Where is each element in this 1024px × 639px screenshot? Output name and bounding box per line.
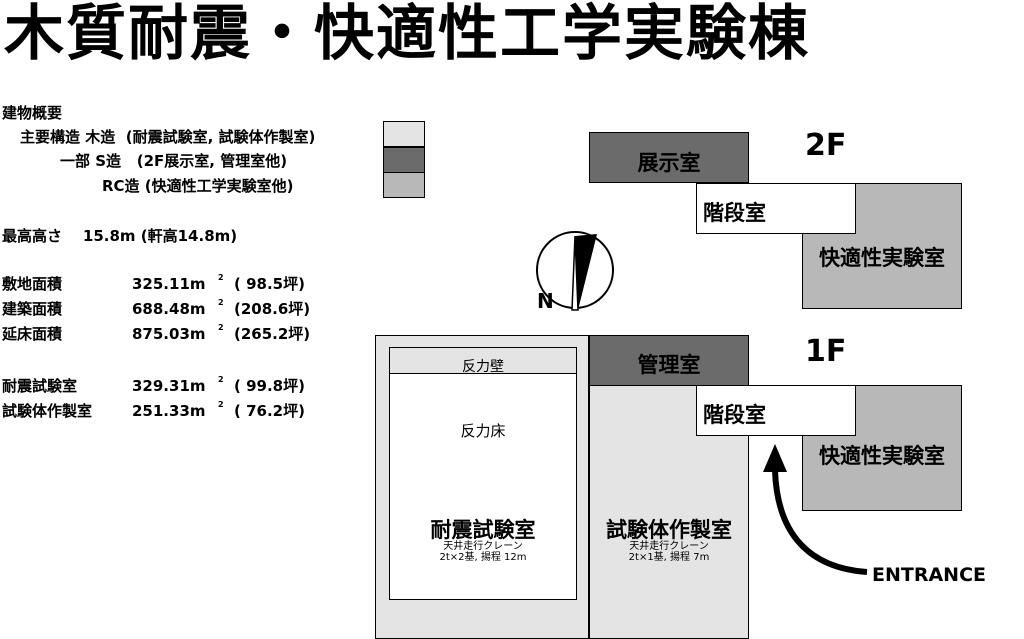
room-2f-exhibit <box>589 132 749 183</box>
area-value: 329.31m <box>132 377 206 395</box>
entrance-arrow-line <box>772 469 868 575</box>
height-label: 最高高さ <box>2 227 63 245</box>
area-value: 251.33m <box>132 402 206 420</box>
seismic-crane-spec: 2t×2基, 揚程 12m <box>439 552 527 563</box>
main-structure-label: 主要構造 <box>20 128 81 146</box>
compass-needle-half <box>571 235 579 311</box>
seismic-room-label: 耐震試験室 <box>430 518 536 542</box>
room-2f-stairs-label: 階段室 <box>703 201 766 225</box>
room-1f-comfort-label: 快適性実験室 <box>819 444 945 468</box>
floor-1f-label: 1F <box>805 334 847 369</box>
seismic-crane-label: 天井走行クレーン <box>443 541 523 552</box>
area-label: 敷地面積 <box>2 275 63 293</box>
room-2f-comfort-label: 快適性実験室 <box>819 246 945 270</box>
main-structure-value: 木造 <box>85 128 116 146</box>
entrance-arrow <box>763 444 868 575</box>
rc-structure-row: RC造 (快適性工学実験室他) <box>102 176 294 196</box>
compass-needle <box>572 234 597 310</box>
entrance-arrow-head <box>763 444 787 472</box>
room-1f-stairs <box>696 385 856 436</box>
fab-room-label: 試験体作製室 <box>606 518 732 542</box>
main-structure-note: (耐震試験室, 試験体作製室) <box>125 128 316 146</box>
area-value: 688.48m <box>132 300 206 318</box>
floor-2f-label: 2F <box>805 128 847 163</box>
area-unit-sup: 2 <box>218 400 224 409</box>
area-tsubo: (265.2坪) <box>234 325 311 343</box>
area-value: 325.11m <box>132 275 206 293</box>
legend-swatch-steel <box>383 147 425 173</box>
area-tsubo: ( 76.2坪) <box>234 402 305 420</box>
legend-swatch-wood <box>383 121 425 147</box>
room-2f-stairs <box>696 183 856 234</box>
height-value: 15.8m (軒高14.8m) <box>82 227 238 245</box>
fab-crane-spec: 2t×1基, 揚程 7m <box>628 552 710 563</box>
compass-north-label: N <box>537 289 554 313</box>
room-1f-seismic <box>389 347 577 600</box>
s-structure-note: (2F展示室, 管理室他) <box>136 152 288 170</box>
admin-room-label: 管理室 <box>637 353 701 377</box>
main-structure-row: 主要構造 木造 (耐震試験室, 試験体作製室) <box>20 127 315 147</box>
area-unit-sup: 2 <box>218 273 224 282</box>
legend-swatch-rc <box>383 172 425 198</box>
area-unit-sup: 2 <box>218 375 224 384</box>
room-1f-admin <box>589 335 749 386</box>
area-tsubo: ( 99.8坪) <box>234 377 305 395</box>
north-compass: N <box>536 231 614 313</box>
height-row: 最高高さ 15.8m (軒高14.8m) <box>2 226 237 246</box>
area-unit-sup: 2 <box>218 298 224 307</box>
overview-heading: 建物概要 <box>2 104 63 122</box>
reaction-floor-label: 反力床 <box>460 422 506 440</box>
s-structure-row: 一部 S造 (2F展示室, 管理室他) <box>60 151 287 171</box>
area-tsubo: ( 98.5坪) <box>234 275 305 293</box>
page-title: 木質耐震・快適性工学実験棟 <box>4 0 810 69</box>
area-label: 試験体作製室 <box>2 402 93 420</box>
rc-structure-note: (快適性工学実験室他) <box>144 177 294 195</box>
area-value: 875.03m <box>132 325 206 343</box>
area-label: 建築面積 <box>2 300 63 318</box>
room-1f-stairs-label: 階段室 <box>703 403 766 427</box>
s-structure-label: 一部 <box>60 152 91 170</box>
fab-crane-label: 天井走行クレーン <box>629 541 709 552</box>
s-structure-value: S造 <box>95 152 122 170</box>
area-unit-sup: 2 <box>218 323 224 332</box>
entrance-label: ENTRANCE <box>872 564 986 586</box>
reaction-wall <box>389 347 577 374</box>
rc-structure-value: RC造 <box>102 177 140 195</box>
room-2f-exhibit-label: 展示室 <box>637 151 701 175</box>
area-tsubo: (208.6坪) <box>234 300 311 318</box>
reaction-wall-label: 反力壁 <box>462 359 504 375</box>
area-label: 延床面積 <box>2 325 63 343</box>
area-label: 耐震試験室 <box>2 377 78 395</box>
